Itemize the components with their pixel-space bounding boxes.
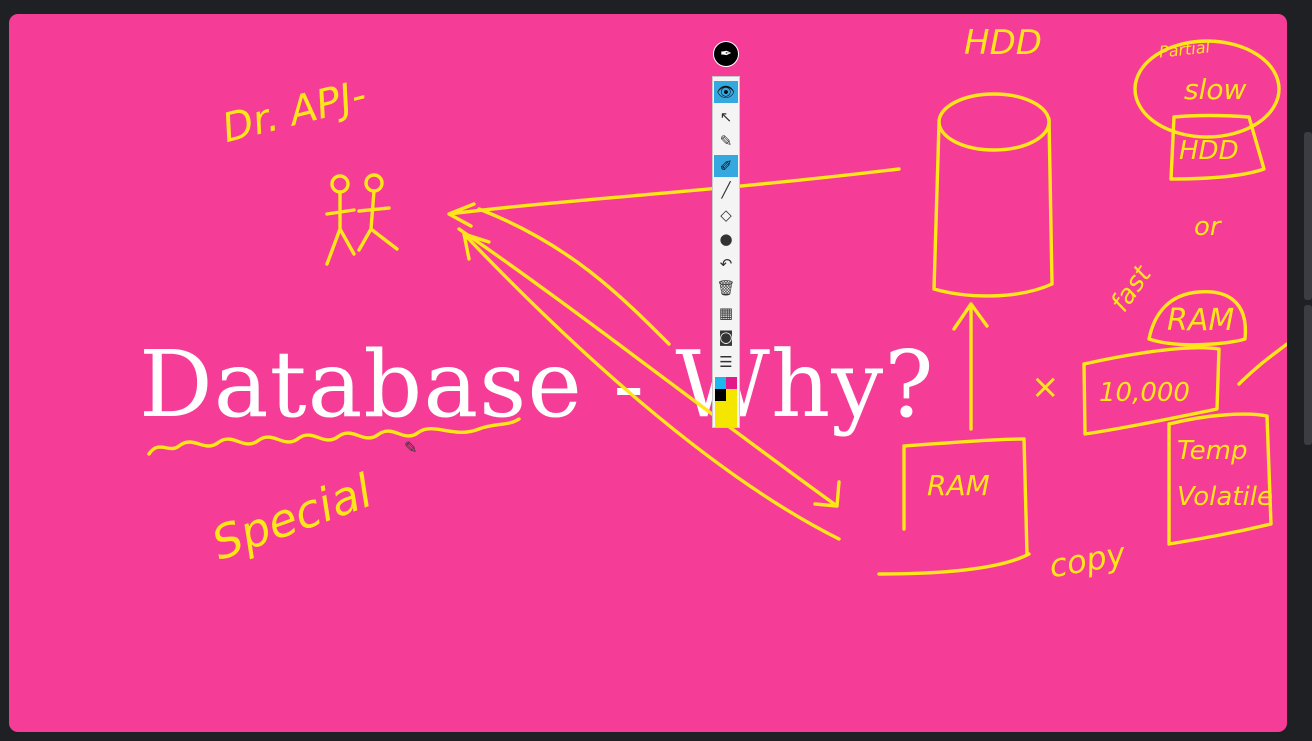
annotation-hdd-small: HDD xyxy=(1179,136,1239,166)
stick-figures-drawing xyxy=(325,173,399,266)
ram-box-drawing xyxy=(877,437,1031,576)
hdd-small-box xyxy=(1169,113,1266,181)
arrow-people-to-ram-2 xyxy=(462,232,841,541)
camera-tool-icon[interactable]: ◙ xyxy=(718,328,734,346)
line-tool-icon[interactable]: ╱ xyxy=(721,181,731,199)
annotation-count: 10,000 xyxy=(1099,378,1190,408)
color-swatches xyxy=(715,377,737,427)
annotation-hdd-top: HDD xyxy=(964,23,1042,63)
annotation-x: × xyxy=(1031,367,1060,407)
color-swatch[interactable] xyxy=(715,389,726,401)
undo-tool-icon[interactable]: ↶ xyxy=(719,254,733,273)
annotation-temp: Temp xyxy=(1177,436,1248,466)
partial-slow-oval xyxy=(1133,39,1281,139)
pencil-cursor-icon: ✎ xyxy=(404,438,418,457)
active-color-swatch[interactable] xyxy=(715,401,737,427)
arrow-people-to-ram-1 xyxy=(457,227,841,508)
arrow-ram-to-hdd xyxy=(952,302,989,431)
annotation-toolbar: ✒ 👁 ↖ ✎ ✐ ╱ ◇ ● ↶ 🗑 ▦ ◙ ☰ xyxy=(712,28,740,428)
hdd-cylinder-drawing xyxy=(932,92,1054,298)
annotation-ram-small: RAM xyxy=(1167,303,1235,338)
side-panel-edge-lower xyxy=(1304,305,1312,445)
annotation-slow: slow xyxy=(1184,73,1247,106)
side-stroke xyxy=(1237,342,1287,386)
wavy-underline xyxy=(147,417,521,456)
color-swatch[interactable] xyxy=(715,377,726,389)
slide-title: Database - Why? xyxy=(139,331,935,438)
notes-tool-icon[interactable]: ☰ xyxy=(719,352,733,371)
line-mid xyxy=(477,207,671,346)
ram-small-box xyxy=(1147,290,1248,347)
eraser-tool-icon[interactable]: ◇ xyxy=(720,205,732,224)
whiteboard-canvas[interactable]: Database - Why? xyxy=(9,14,1287,732)
annotation-ram-box: RAM xyxy=(927,469,990,502)
view-tool-icon[interactable]: 👁 xyxy=(714,81,738,103)
board-tool-icon[interactable]: ▦ xyxy=(718,303,734,322)
dot-tool-icon[interactable]: ● xyxy=(719,230,733,248)
highlighter-tool-icon[interactable]: ✐ xyxy=(714,154,738,177)
pen-icon[interactable]: ✒ xyxy=(713,41,739,67)
color-swatch[interactable] xyxy=(726,377,737,389)
side-panel-edge xyxy=(1304,132,1312,300)
select-tool-icon[interactable]: ↖ xyxy=(719,107,733,126)
ink-drawing-layer xyxy=(147,39,1287,576)
count-box xyxy=(1082,345,1221,436)
annotation-volatile: Volatile xyxy=(1177,482,1273,512)
toolbar-tools: 👁 ↖ ✎ ✐ ╱ ◇ ● ↶ 🗑 ▦ ◙ ☰ xyxy=(712,76,740,428)
trash-tool-icon[interactable]: 🗑 xyxy=(716,279,736,297)
arrow-hdd-to-people xyxy=(447,167,901,228)
annotation-or: or xyxy=(1194,212,1221,242)
pen-off-tool-icon[interactable]: ✎ xyxy=(719,132,733,150)
color-swatch[interactable] xyxy=(726,389,737,401)
temp-volatile-box xyxy=(1167,412,1273,546)
